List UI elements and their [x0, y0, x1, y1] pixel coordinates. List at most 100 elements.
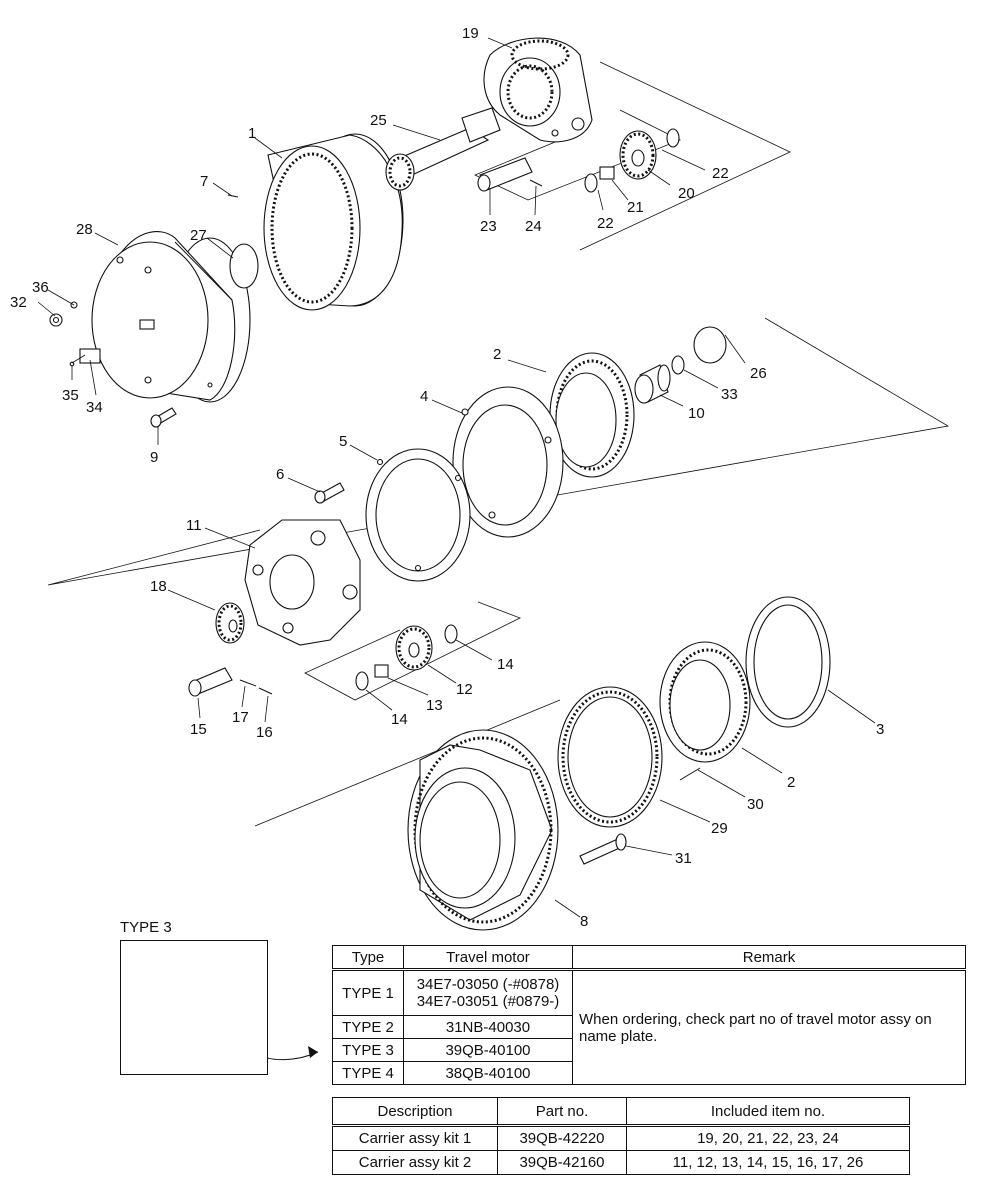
- callout-27: 27: [190, 227, 207, 244]
- callout-8: 8: [580, 913, 588, 930]
- callout-23: 23: [480, 218, 497, 235]
- callout-35: 35: [62, 387, 79, 404]
- motor-line: 34E7-03050 (-#0878): [416, 976, 560, 993]
- callout-4: 4: [420, 388, 428, 405]
- motor-line: 34E7-03051 (#0879-): [416, 993, 560, 1010]
- gear-part-18: [215, 602, 245, 644]
- lower-plane-outline-2: [254, 699, 561, 827]
- callout-11: 11: [186, 517, 202, 534]
- travel-motor-header: Travel motor: [403, 945, 573, 970]
- housing-part-8: [407, 729, 559, 931]
- type3-box-label: TYPE 3: [120, 919, 172, 936]
- callout-29: 29: [711, 820, 728, 837]
- gasket-part-29: [557, 686, 663, 828]
- callout-1: 1: [248, 125, 256, 142]
- callout-13: 13: [426, 697, 443, 714]
- bolt-part-6: [314, 482, 345, 504]
- part-no-cell: 39QB-42220: [497, 1125, 627, 1151]
- bolt-part-30: [679, 767, 701, 781]
- washer-part-14-right: [444, 624, 458, 644]
- callout-2-lower: 2: [787, 774, 795, 791]
- lower-plane-outline: [304, 601, 521, 701]
- carrier-part-11: [244, 519, 361, 646]
- table-row: TYPE 3 39QB-40100: [332, 1038, 966, 1062]
- ring-gear-part-1: [263, 133, 404, 311]
- description-header: Description: [332, 1097, 498, 1126]
- callout-20: 20: [678, 185, 695, 202]
- washer-part-14-left: [355, 671, 369, 691]
- callout-17: 17: [232, 709, 249, 726]
- callout-22-right: 22: [712, 165, 729, 182]
- washer-part-22-right: [666, 128, 680, 148]
- callout-18: 18: [150, 578, 167, 595]
- motor-cell: 38QB-40100: [403, 1061, 573, 1085]
- table-row: Carrier assy kit 1 39QB-42220 19, 20, 21…: [332, 1125, 910, 1151]
- planet-gear-part-20: [619, 130, 657, 180]
- gasket-part-5: [365, 448, 471, 582]
- pin-part-23: [477, 157, 533, 192]
- callout-2-upper: 2: [493, 346, 501, 363]
- callout-24: 24: [525, 218, 542, 235]
- callout-14-right: 14: [497, 656, 514, 673]
- included-header: Included item no.: [626, 1097, 910, 1126]
- upper-plane-outline: [579, 61, 791, 251]
- callout-6: 6: [276, 466, 284, 483]
- needle-part-13: [374, 664, 389, 678]
- type-cell: TYPE 2: [332, 1015, 404, 1039]
- carrier-subgroup-outline: [474, 109, 681, 201]
- part-no-cell: 39QB-42160: [497, 1150, 627, 1175]
- carrier-part-19: [483, 37, 593, 143]
- needle-part-21: [599, 166, 615, 180]
- ring-part-33: [671, 355, 685, 375]
- callout-36: 36: [32, 279, 49, 296]
- callout-15: 15: [190, 721, 207, 738]
- type-cell: TYPE 3: [332, 1038, 404, 1062]
- callout-7: 7: [200, 173, 208, 190]
- motor-cell: 39QB-40100: [403, 1038, 573, 1062]
- washer-part-22-left: [584, 173, 598, 193]
- callout-16: 16: [256, 724, 273, 741]
- bearing-part-2-upper: [549, 352, 635, 478]
- pin-part-16: [258, 687, 273, 695]
- callout-34: 34: [86, 399, 103, 416]
- type-cell: TYPE 1: [332, 969, 404, 1016]
- callout-22-left: 22: [597, 215, 614, 232]
- callout-32: 32: [10, 294, 27, 311]
- pin-part-24: [529, 179, 543, 187]
- description-cell: Carrier assy kit 1: [332, 1125, 498, 1151]
- motor-cell: 31NB-40030: [403, 1015, 573, 1039]
- screw-part-35: [69, 361, 75, 367]
- remark-header: Remark: [572, 945, 966, 970]
- callout-5: 5: [339, 433, 347, 450]
- cover-part-26: [693, 326, 727, 364]
- callout-19: 19: [462, 25, 479, 42]
- callout-28: 28: [76, 221, 93, 238]
- bearing-part-2-lower: [659, 641, 751, 763]
- callout-12: 12: [456, 681, 473, 698]
- table-row: TYPE 4 38QB-40100: [332, 1061, 966, 1085]
- callout-9: 9: [150, 449, 158, 466]
- disc-part-27: [229, 243, 259, 289]
- remark-cell: When ordering, check part no of travel m…: [572, 969, 966, 1085]
- description-cell: Carrier assy kit 2: [332, 1150, 498, 1175]
- type3-thumbnail-frame: [120, 940, 268, 1075]
- leader-lines: [37, 37, 876, 918]
- seal-part-3: [745, 596, 831, 728]
- pin-part-7: [227, 194, 239, 198]
- pin-part-15: [188, 667, 233, 697]
- type-cell: TYPE 4: [332, 1061, 404, 1085]
- gear-part-12: [395, 625, 433, 671]
- callout-25: 25: [370, 112, 387, 129]
- part-no-header: Part no.: [497, 1097, 627, 1126]
- shaft-part-25: [385, 107, 501, 191]
- motor-cell: 34E7-03050 (-#0878) 34E7-03051 (#0879-): [403, 969, 573, 1016]
- callout-33: 33: [721, 386, 738, 403]
- cover-part-28: [91, 231, 251, 403]
- bolt-part-31: [579, 833, 627, 865]
- included-cell: 19, 20, 21, 22, 23, 24: [626, 1125, 910, 1151]
- table-row: Carrier assy kit 2 39QB-42160 11, 12, 13…: [332, 1150, 910, 1175]
- type-table: Type Travel motor Remark TYPE 1 34E7-030…: [332, 945, 966, 1085]
- callout-30: 30: [747, 796, 764, 813]
- table-row: TYPE 1 34E7-03050 (-#0878) 34E7-03051 (#…: [332, 969, 966, 1085]
